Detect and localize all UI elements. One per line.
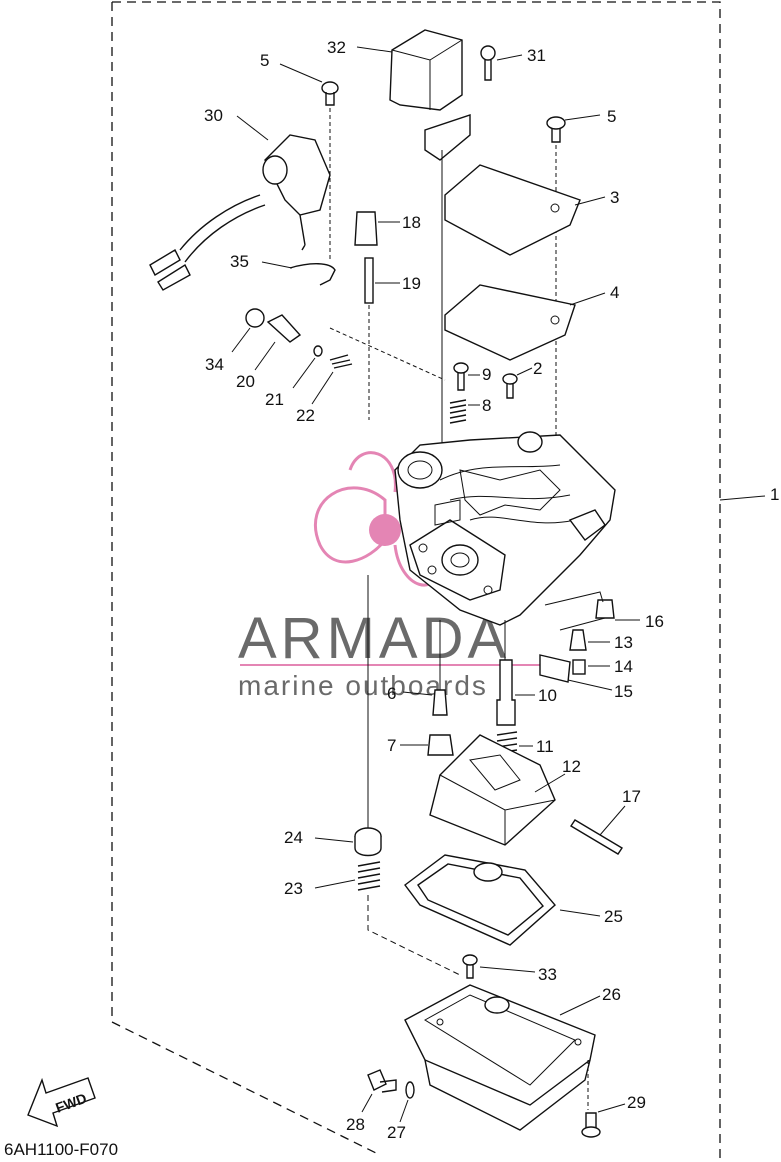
callout-5a: 5 [260, 51, 269, 70]
part-29-screw [581, 1103, 626, 1138]
callout-numbers: 1 2 3 4 5 5 6 7 8 9 10 11 12 13 14 15 16… [204, 38, 779, 1142]
callout-5b: 5 [607, 107, 616, 126]
part-34-cap [231, 308, 265, 353]
part-27-washer [399, 1081, 415, 1123]
callout-24: 24 [284, 828, 303, 847]
part-3-cover-plate [444, 164, 606, 256]
part-35-clip [261, 261, 336, 286]
part-15-plate [539, 654, 613, 691]
callout-11: 11 [536, 737, 554, 756]
part-25-gasket [404, 854, 601, 946]
part-8-spring [449, 399, 480, 424]
part-17-pin [570, 805, 626, 855]
callout-3: 3 [610, 188, 619, 207]
callout-33: 33 [538, 965, 557, 984]
callout-9: 9 [482, 365, 491, 384]
callout-19: 19 [402, 274, 421, 293]
part-12-float [429, 734, 566, 846]
callout-26: 26 [602, 985, 621, 1004]
part-13-jet [569, 629, 610, 651]
callout-8: 8 [482, 396, 491, 415]
callout-10: 10 [538, 686, 557, 705]
part-26-float-bowl [404, 984, 601, 1131]
part-9-screw [453, 362, 480, 391]
callout-35: 35 [230, 252, 249, 271]
part-23-spring [314, 861, 461, 976]
callout-20: 20 [236, 372, 255, 391]
part-32-solenoid [356, 29, 471, 161]
part-20-screw [254, 314, 302, 371]
callout-28: 28 [346, 1115, 365, 1134]
assembly-boundary [111, 1, 766, 1160]
callout-2: 2 [533, 359, 542, 378]
callout-25: 25 [604, 907, 623, 926]
callout-21: 21 [265, 390, 284, 409]
callout-4: 4 [610, 283, 619, 302]
callout-14: 14 [614, 657, 633, 676]
part-14-jet [572, 659, 610, 675]
callout-31: 31 [527, 46, 546, 65]
callout-13: 13 [614, 633, 633, 652]
part-7-plug [400, 734, 454, 756]
callout-15: 15 [614, 682, 633, 701]
callout-18: 18 [402, 213, 421, 232]
watermark-title: ARMADA [238, 606, 510, 671]
callout-6: 6 [387, 684, 396, 703]
callout-27: 27 [387, 1123, 406, 1142]
callout-1: 1 [770, 485, 779, 504]
part-31-screw [480, 45, 523, 81]
part-22-spring [311, 354, 353, 405]
part-28-screw [361, 1069, 397, 1113]
part-33-screw [462, 954, 536, 979]
diagram-code: 6AH1100-F070 [4, 1140, 118, 1159]
callout-34: 34 [205, 355, 224, 374]
part-30-sensor [149, 115, 331, 291]
part-2-screw [502, 367, 533, 399]
part-4-gasket [444, 284, 606, 361]
fwd-arrow-icon [27, 1077, 96, 1128]
callout-17: 17 [622, 787, 641, 806]
part-11-spring [496, 731, 533, 754]
watermark-subtitle: marine outboards [238, 670, 488, 701]
callout-16: 16 [645, 612, 664, 631]
part-6-jet [402, 689, 448, 716]
part-10-nozzle [496, 659, 535, 726]
part-5-screw-a [279, 63, 339, 260]
part-19-pin [364, 257, 400, 420]
part-21-oring [292, 345, 323, 389]
callout-30: 30 [204, 106, 223, 125]
callout-12: 12 [562, 757, 581, 776]
part-18-plug [354, 211, 400, 246]
part-16-screw [544, 591, 640, 631]
callout-23: 23 [284, 879, 303, 898]
callout-29: 29 [627, 1093, 646, 1112]
callout-22: 22 [296, 406, 315, 425]
callout-7: 7 [387, 736, 396, 755]
callout-32: 32 [327, 38, 346, 57]
part-24-collar [314, 575, 382, 857]
carburetor-body [394, 431, 616, 626]
